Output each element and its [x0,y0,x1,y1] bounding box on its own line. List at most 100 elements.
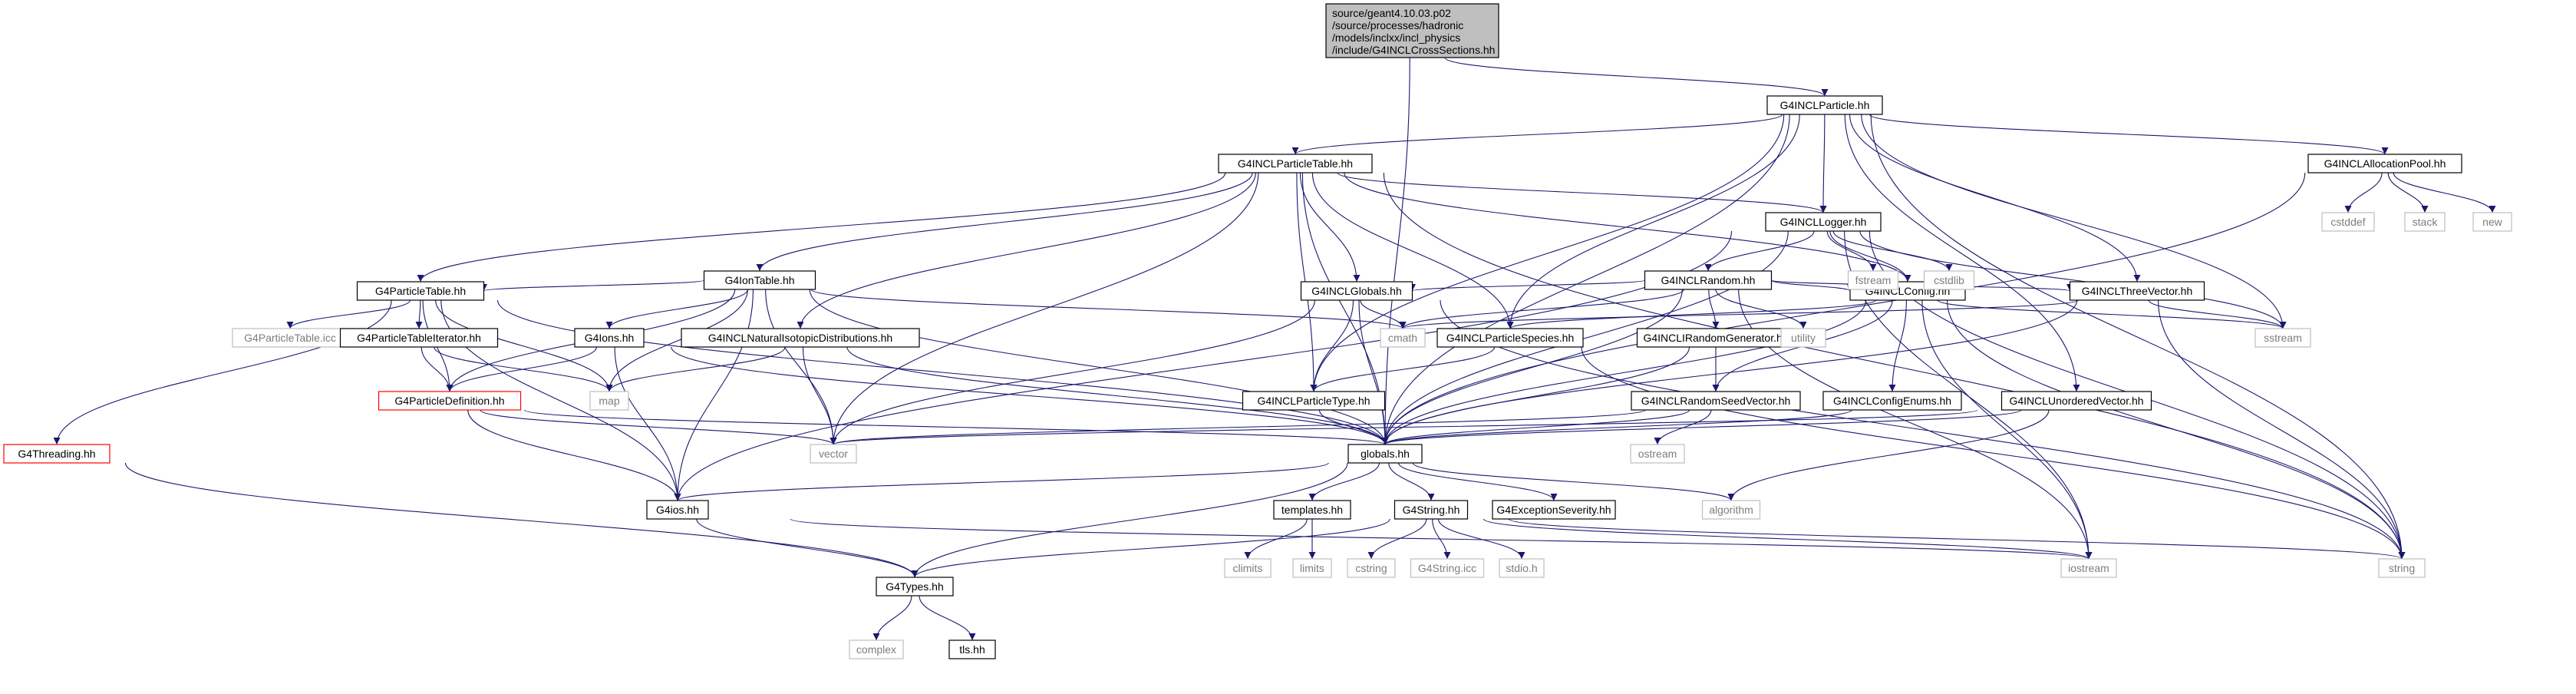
node-unordered[interactable]: G4INCLUnorderedVector.hh [2000,391,2152,411]
edge-iontable-to-map [605,289,748,392]
edge-g4types-to-complex [872,595,912,641]
node-box [2254,328,2311,348]
node-utility[interactable]: utility [1780,328,1826,348]
node-label: G4INCLParticleSpecies.hh [1446,332,1575,344]
node-complex[interactable]: complex [849,639,904,659]
node-cstring[interactable]: cstring [1347,558,1396,578]
edge-g4ios-to-g4types [696,518,919,578]
node-particletable[interactable]: G4INCLParticleTable.hh [1218,154,1373,174]
node-label: G4ExceptionSeverity.hh [1496,504,1611,516]
node-string[interactable]: string [2378,558,2426,578]
edge-iontable-to-globals [809,289,1389,445]
node-box [356,281,485,301]
node-g4stringicc[interactable]: G4String.icc [1410,558,1485,578]
node-cstddef[interactable]: cstddef [2321,212,2375,232]
node-natiso[interactable]: G4INCLNaturalIsotopicDistributions.hh [681,328,920,348]
node-box [1923,270,1975,290]
node-templates[interactable]: templates.hh [1273,500,1351,520]
node-inclglobals[interactable]: G4INCLGlobals.hh [1300,281,1413,301]
node-fstream[interactable]: fstream [1847,270,1899,290]
node-label: sstream [2264,332,2302,344]
node-random[interactable]: G4INCLRandom.hh [1644,270,1773,290]
edge-particle-to-allocpool [1869,114,2389,155]
node-box [1380,328,1426,348]
root-node-line-1: source/geant4.10.03.p02 [1332,7,1451,19]
node-ions[interactable]: G4Ions.hh [574,328,645,348]
node-g4particletable[interactable]: G4ParticleTable.hh [356,281,485,301]
node-box [1644,270,1773,290]
node-threading[interactable]: G4Threading.hh [3,444,110,464]
node-particle[interactable]: G4INCLParticle.hh [1766,95,1883,115]
edge-particle-to-globals [1381,114,1790,445]
node-algorithm[interactable]: algorithm [1701,500,1761,520]
node-label: G4IonTable.hh [724,274,794,286]
node-label: G4ParticleTableIterator.hh [357,332,481,344]
node-threevector[interactable]: G4INCLThreeVector.hh [2069,281,2205,301]
node-label: globals.hh [1361,448,1410,460]
edge-natiso-to-globals [846,346,1389,445]
node-g4ios[interactable]: G4ios.hh [646,500,709,520]
node-vector[interactable]: vector [810,444,857,464]
edge-ptableiter-to-pdef [421,346,454,392]
node-cmath[interactable]: cmath [1380,328,1426,348]
node-ptableiter[interactable]: G4ParticleTableIterator.hh [339,328,499,348]
node-cstdlib[interactable]: cstdlib [1923,270,1975,290]
node-ptype[interactable]: G4INCLParticleType.hh [1242,391,1386,411]
node-box [2472,212,2512,232]
edge-allocpool-to-globals [1381,172,2306,445]
node-label: G4String.hh [1403,504,1460,516]
edge-iontable-to-g4particletable [480,279,705,292]
node-new[interactable]: new [2472,212,2512,232]
node-box [1300,281,1413,301]
node-limits[interactable]: limits [1292,558,1332,578]
node-sstream[interactable]: sstream [2254,328,2311,348]
edge-random-to-irandgen [1708,289,1720,329]
edge-particle-to-unordered [1844,114,2080,392]
edge-particle-to-species [1506,114,1800,329]
node-exception[interactable]: G4ExceptionSeverity.hh [1492,500,1616,520]
node-iontable[interactable]: G4IonTable.hh [703,270,816,290]
edge-particle-to-threevector [1849,114,2141,283]
node-label: G4ParticleDefinition.hh [394,395,504,407]
node-species[interactable]: G4INCLParticleSpecies.hh [1436,328,1584,348]
node-tlsh[interactable]: tls.hh [948,639,996,659]
node-box [1630,444,1685,464]
node-box [1347,558,1396,578]
node-label: G4Threading.hh [18,448,95,460]
edge-globals-to-exception [1398,462,1558,501]
node-configenums[interactable]: G4INCLConfigEnums.hh [1822,391,1962,411]
root-node-line-4: /include/G4INCLCrossSections.hh [1332,44,1495,56]
edge-ions-to-pdef [446,346,597,392]
edge-inclglobals-to-vector [830,299,1315,445]
node-ptableicc[interactable]: G4ParticleTable.icc [232,328,348,348]
root-node[interactable]: source/geant4.10.03.p02 /source/processe… [1325,3,1499,58]
node-label: map [599,395,619,407]
node-map[interactable]: map [589,391,629,411]
node-globals[interactable]: globals.hh [1347,444,1423,464]
node-allocpool[interactable]: G4INCLAllocationPool.hh [2307,154,2462,174]
edge-particle-to-logger [1819,114,1827,213]
node-ostream[interactable]: ostream [1630,444,1685,464]
node-box [1436,328,1584,348]
node-randseed[interactable]: G4INCLRandomSeedVector.hh [1631,391,1801,411]
node-irandgen[interactable]: G4INCLIRandomGenerator.hh [1636,328,1796,348]
node-stdioh[interactable]: stdio.h [1499,558,1545,578]
header-nodes: source/geant4.10.03.p02 /source/processe… [3,3,2512,659]
node-g4types[interactable]: G4Types.hh [876,577,954,597]
node-pdef[interactable]: G4ParticleDefinition.hh [378,391,522,411]
edge-unordered-to-vector [830,409,1977,445]
edge-particle-to-sstream [1861,114,2287,329]
edge-logger-to-cstdlib [1832,230,1953,272]
node-logger[interactable]: G4INCLLogger.hh [1765,212,1882,232]
node-box [1242,391,1386,411]
node-stack[interactable]: stack [2404,212,2446,232]
node-label: fstream [1855,274,1892,286]
edge-particletable-to-g4particletable [417,172,1226,283]
node-label: stdio.h [1506,562,1537,574]
node-iostream[interactable]: iostream [2060,558,2117,578]
node-label: G4String.icc [1418,562,1476,574]
node-climits[interactable]: climits [1224,558,1272,578]
edge-allocpool-to-stack [2387,172,2429,213]
node-g4string[interactable]: G4String.hh [1394,500,1469,520]
edge-configenums-to-globals [1381,409,1852,445]
